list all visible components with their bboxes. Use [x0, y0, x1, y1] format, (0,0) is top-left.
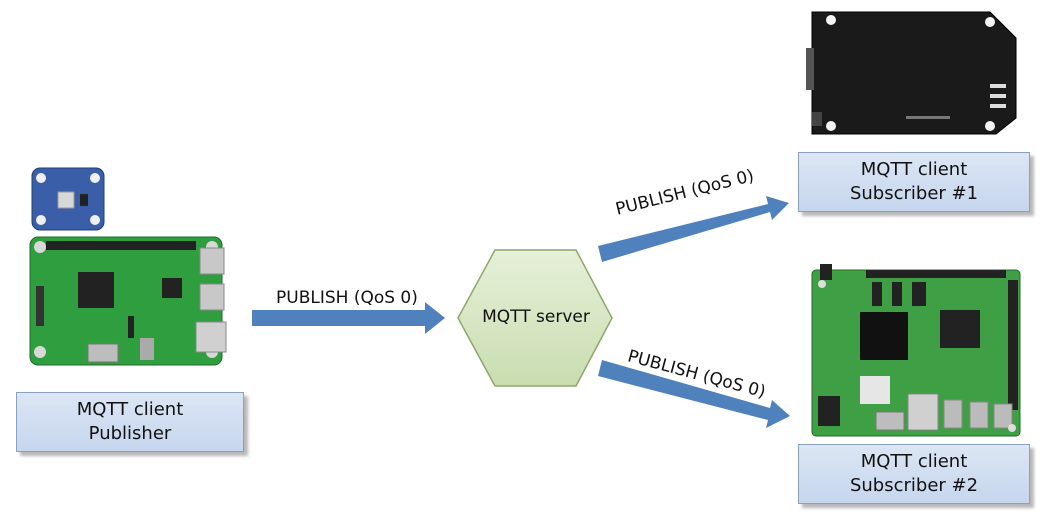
sbc-board-icon: [811, 264, 1021, 437]
sensor-board-icon: [31, 167, 105, 231]
subscriber-2-line2: Subscriber #2: [849, 475, 979, 496]
subscriber-2-box: MQTT client Subscriber #2: [798, 444, 1030, 504]
arrow-to-subscriber-1: [598, 196, 789, 262]
mqtt-server-hexagon: [457, 249, 613, 387]
subscriber-1-line2: Subscriber #1: [849, 183, 979, 204]
beaglebone-board-icon: [806, 11, 1017, 135]
arrow-to-server: [252, 302, 445, 334]
arrow-to-subscriber-2: [598, 360, 790, 428]
subscriber-2-line1: MQTT client: [860, 451, 968, 472]
subscriber-1-box: MQTT client Subscriber #1: [798, 152, 1030, 212]
server-label: MQTT server: [482, 307, 590, 327]
subscriber-1-line1: MQTT client: [860, 159, 968, 180]
publisher-line2: Publisher: [88, 423, 172, 444]
raspberry-pi-board-icon: [29, 236, 227, 366]
arrow-label-to-server: PUBLISH (QoS 0): [276, 288, 418, 308]
publisher-line1: MQTT client: [76, 399, 184, 420]
publisher-box: MQTT client Publisher: [16, 392, 244, 452]
